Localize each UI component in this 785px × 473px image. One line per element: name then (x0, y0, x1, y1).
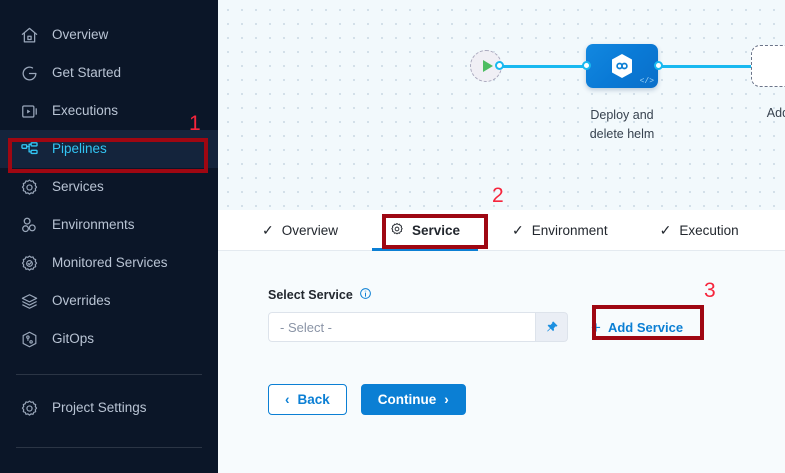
gitops-icon (20, 330, 39, 349)
gear-icon (20, 399, 39, 418)
select-service-row: - Select - + Add Service (268, 312, 785, 342)
pipeline-connector (499, 65, 592, 68)
continue-button[interactable]: Continue › (360, 384, 466, 415)
sidebar-item-label: Services (52, 179, 104, 195)
sidebar-item-label: Monitored Services (52, 255, 168, 271)
sidebar-item-executions[interactable]: Executions (0, 92, 218, 130)
sidebar-item-monitored-services[interactable]: Monitored Services (0, 244, 218, 282)
tab-label: Environment (531, 222, 608, 238)
gear-icon (20, 178, 39, 197)
check-icon: ✓ (659, 222, 672, 238)
continue-button-label: Continue (377, 392, 437, 407)
pipelines-icon (20, 140, 39, 159)
stage-label-line1: Deploy and (590, 108, 654, 122)
select-service-control: - Select - (268, 312, 568, 342)
pipeline-connector (658, 65, 758, 68)
sidebar-item-label: GitOps (52, 331, 95, 347)
stage-tab-bar: ✓ Overview Service ✓ Environment ✓ Execu… (218, 210, 785, 251)
sidebar-item-label: Pipelines (52, 141, 107, 157)
code-badge-icon: </> (639, 77, 654, 86)
chevron-right-icon: › (444, 392, 449, 407)
connector-port[interactable] (495, 61, 504, 70)
pin-button[interactable] (536, 312, 568, 342)
connector-port[interactable] (582, 61, 591, 70)
info-icon[interactable] (359, 287, 372, 303)
sidebar-divider-bottom (16, 447, 202, 448)
annotation-number-2: 2 (492, 184, 504, 207)
stage-node-label: Deploy and delete helm (562, 106, 682, 144)
sidebar: Overview Get Started Executions (0, 0, 218, 473)
sidebar-item-pipelines[interactable]: Pipelines (0, 130, 218, 168)
tab-service[interactable]: Service (372, 210, 479, 251)
sidebar-item-label: Overview (52, 27, 109, 43)
sidebar-item-gitops[interactable]: GitOps (0, 320, 218, 358)
get-started-icon (20, 64, 39, 83)
back-button[interactable]: ‹ Back (268, 384, 347, 415)
home-icon (20, 26, 39, 45)
add-stage-label: Add Stage (766, 106, 785, 120)
tab-label: Overview (281, 222, 338, 238)
add-stage-button[interactable] (751, 45, 785, 87)
sidebar-item-services[interactable]: Services (0, 168, 218, 206)
monitored-services-icon (20, 254, 39, 273)
check-icon: ✓ (262, 222, 274, 238)
sidebar-item-label: Project Settings (52, 400, 147, 416)
add-service-label: Add Service (607, 319, 684, 335)
form-button-row: ‹ Back Continue › (268, 384, 785, 415)
sidebar-item-get-started[interactable]: Get Started (0, 54, 218, 92)
executions-icon (20, 102, 39, 121)
sidebar-item-overview[interactable]: Overview (0, 16, 218, 54)
pipeline-canvas[interactable]: </> Deploy and delete helm Add Stage (218, 0, 785, 210)
sidebar-item-environments[interactable]: Environments (0, 206, 218, 244)
stage-node-deploy-and-delete-helm[interactable]: </> (586, 44, 658, 88)
sidebar-divider (16, 374, 202, 375)
harness-hexagon-icon (612, 54, 632, 78)
back-button-label: Back (297, 392, 330, 407)
environments-icon (20, 216, 39, 235)
check-icon: ✓ (512, 222, 524, 238)
tab-execution[interactable]: ✓ Execution (642, 210, 757, 250)
service-form-panel: Select Service - Select - (218, 251, 785, 473)
chevron-left-icon: ‹ (285, 392, 290, 407)
tab-overview[interactable]: ✓ Overview (244, 210, 356, 250)
select-service-label-row: Select Service (268, 287, 785, 303)
select-service-input[interactable]: - Select - (268, 312, 536, 342)
tab-label: Execution (679, 222, 739, 238)
layers-icon (20, 292, 39, 311)
tab-environment[interactable]: ✓ Environment (494, 210, 626, 250)
sidebar-item-overrides[interactable]: Overrides (0, 282, 218, 320)
add-service-button[interactable]: + Add Service (582, 314, 692, 341)
sidebar-item-label: Get Started (52, 65, 122, 81)
gear-icon (390, 222, 404, 239)
plus-icon: + (591, 317, 601, 337)
connector-port[interactable] (654, 61, 663, 70)
sidebar-item-label: Overrides (52, 293, 111, 309)
sidebar-item-project-settings[interactable]: Project Settings (0, 389, 218, 427)
annotation-number-3: 3 (704, 279, 716, 302)
sidebar-item-label: Environments (52, 217, 135, 233)
stage-label-line2: delete helm (589, 127, 655, 141)
pin-icon (546, 321, 557, 332)
sidebar-item-label: Executions (52, 103, 119, 119)
annotation-number-1: 1 (189, 112, 201, 135)
main-area: </> Deploy and delete helm Add Stage ✓ O… (218, 0, 785, 473)
select-service-label: Select Service (268, 288, 353, 302)
play-icon (482, 60, 493, 72)
tab-label: Service (412, 222, 461, 238)
